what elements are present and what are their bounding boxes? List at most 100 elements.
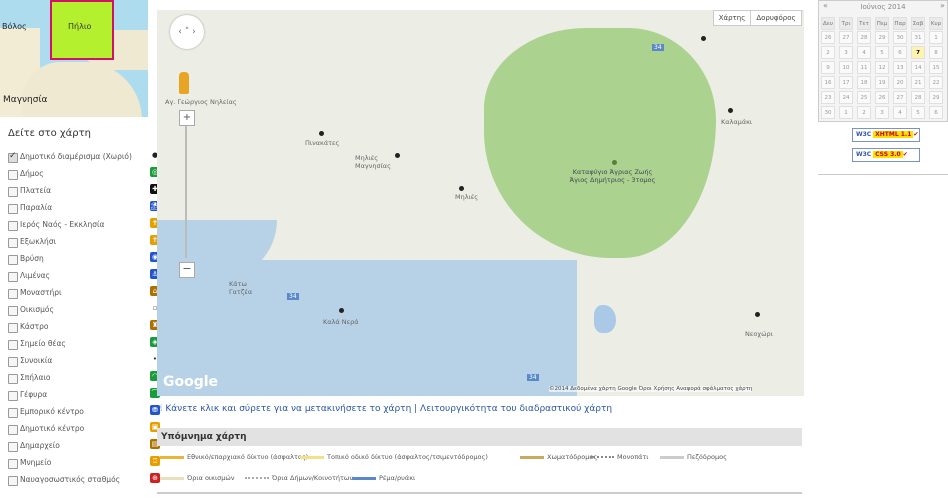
validator-badge[interactable]: W3C CSS 3.0✔ xyxy=(852,148,920,162)
minimap-selected-region[interactable] xyxy=(50,0,114,60)
calendar-day[interactable]: 15 xyxy=(929,61,943,74)
layer-item[interactable]: Συνοικία• xyxy=(4,354,157,372)
layer-item[interactable]: Πλατεία✚ xyxy=(4,184,160,202)
calendar-day[interactable]: 30 xyxy=(821,106,835,119)
map-type-satellite-button[interactable]: Δορυφόρος xyxy=(750,10,802,26)
layer-item[interactable]: Γέφυρα⌒ xyxy=(4,388,160,406)
calendar-day[interactable]: 10 xyxy=(839,61,853,74)
calendar-day[interactable]: 14 xyxy=(911,61,925,74)
layer-checkbox[interactable] xyxy=(8,221,18,231)
layer-item[interactable]: Δημοτικό κέντρο▣ xyxy=(4,422,160,440)
calendar-day[interactable]: 3 xyxy=(839,46,853,59)
calendar-day[interactable]: 19 xyxy=(875,76,889,89)
layer-checkbox[interactable] xyxy=(8,272,18,282)
layer-item[interactable]: Εξωκλήσι✝ xyxy=(4,235,160,253)
layer-checkbox[interactable] xyxy=(8,459,18,469)
layer-item[interactable]: Κάστρο♜ xyxy=(4,320,160,338)
calendar-day[interactable]: 4 xyxy=(893,106,907,119)
calendar-day[interactable]: 13 xyxy=(893,61,907,74)
calendar-day[interactable]: 8 xyxy=(929,46,943,59)
map-canvas[interactable]: Αγ. Γεώργιος Νηλείας Πινακάτες Μηλιές Μα… xyxy=(157,10,804,396)
overview-minimap[interactable]: Βόλος Πήλιο Μαγνησία xyxy=(0,0,148,117)
calendar-day[interactable]: 27 xyxy=(893,91,907,104)
calendar-day[interactable]: 2 xyxy=(857,106,871,119)
layer-item[interactable]: Ναυαγοσωστικός σταθμός⊕ xyxy=(4,473,160,491)
village-marker[interactable] xyxy=(728,108,733,113)
layer-item[interactable]: Ιερός Ναός - Εκκλησία✝ xyxy=(4,218,160,236)
calendar-day[interactable]: 22 xyxy=(929,76,943,89)
village-marker[interactable] xyxy=(395,153,400,158)
calendar-day[interactable]: 23 xyxy=(821,91,835,104)
calendar-day[interactable]: 26 xyxy=(821,31,835,44)
calendar-day[interactable]: 12 xyxy=(875,61,889,74)
calendar-day[interactable]: 24 xyxy=(839,91,853,104)
calendar-day[interactable]: 21 xyxy=(911,76,925,89)
layer-item[interactable]: Λιμένας⚓ xyxy=(4,269,160,287)
calendar-day[interactable]: 27 xyxy=(839,31,853,44)
layer-item[interactable]: Βρύση◉ xyxy=(4,252,160,270)
calendar-day[interactable]: 17 xyxy=(839,76,853,89)
calendar-day[interactable]: 6 xyxy=(929,106,943,119)
layer-checkbox[interactable] xyxy=(8,170,18,180)
layer-checkbox[interactable] xyxy=(8,323,18,333)
calendar-day[interactable]: 1 xyxy=(839,106,853,119)
map-type-map-button[interactable]: Χάρτης xyxy=(713,10,751,26)
layer-checkbox[interactable] xyxy=(8,357,18,367)
map-attribution[interactable]: ©2014 Δεδομένα χάρτη Google Όροι Χρήσης … xyxy=(549,386,753,392)
layer-checkbox[interactable] xyxy=(8,374,18,384)
calendar-day[interactable]: 29 xyxy=(929,91,943,104)
layer-checkbox[interactable] xyxy=(8,442,18,452)
village-marker[interactable] xyxy=(339,308,344,313)
layer-item[interactable]: Μοναστήρι⌂ xyxy=(4,286,160,304)
layer-checkbox[interactable] xyxy=(8,476,18,486)
calendar-next-button[interactable]: » xyxy=(940,1,945,10)
calendar-day[interactable]: 5 xyxy=(875,46,889,59)
map-help-link[interactable]: ☝ Κάνετε κλικ και σύρετε για να μετακινή… xyxy=(157,404,612,414)
layer-item[interactable]: Δημαρχείο▤ xyxy=(4,439,160,457)
calendar-day[interactable]: 3 xyxy=(875,106,889,119)
zoom-in-button[interactable]: + xyxy=(179,110,195,126)
layer-checkbox[interactable] xyxy=(8,255,18,265)
layer-item[interactable]: Παραλία⛱ xyxy=(4,201,160,219)
layer-checkbox[interactable] xyxy=(8,391,18,401)
calendar-day[interactable]: 1 xyxy=(929,31,943,44)
pan-control[interactable]: ‹ ˄ › xyxy=(170,15,204,49)
layer-checkbox[interactable] xyxy=(8,151,18,163)
layer-checkbox[interactable] xyxy=(8,408,18,418)
calendar-day[interactable]: 7 xyxy=(911,46,925,59)
calendar-day[interactable]: 29 xyxy=(875,31,889,44)
village-marker[interactable] xyxy=(459,186,464,191)
calendar-day[interactable]: 18 xyxy=(857,76,871,89)
layer-checkbox[interactable] xyxy=(8,238,18,248)
calendar-day[interactable]: 11 xyxy=(857,61,871,74)
calendar-day[interactable]: 4 xyxy=(857,46,871,59)
calendar-day[interactable]: 30 xyxy=(893,31,907,44)
calendar-day[interactable]: 2 xyxy=(821,46,835,59)
calendar-day[interactable]: 5 xyxy=(911,106,925,119)
street-view-pegman-icon[interactable] xyxy=(179,72,189,94)
layer-item[interactable]: Σπήλαιο◠ xyxy=(4,371,160,389)
refuge-marker[interactable] xyxy=(612,160,617,165)
layer-checkbox[interactable] xyxy=(8,187,18,197)
calendar-day[interactable]: 16 xyxy=(821,76,835,89)
layer-item[interactable]: Μνημείο♖ xyxy=(4,456,160,474)
village-marker[interactable] xyxy=(319,131,324,136)
zoom-out-button[interactable]: − xyxy=(179,262,195,278)
layer-checkbox[interactable] xyxy=(8,340,18,350)
layer-item[interactable]: Σημείο θέας◈ xyxy=(4,337,160,355)
calendar-day[interactable]: 28 xyxy=(857,31,871,44)
layer-checkbox[interactable] xyxy=(8,306,18,316)
village-marker[interactable] xyxy=(701,36,706,41)
layer-checkbox[interactable] xyxy=(8,289,18,299)
calendar-day[interactable]: 26 xyxy=(875,91,889,104)
layer-item[interactable]: Οικισμός▫ xyxy=(4,303,157,321)
layer-checkbox[interactable] xyxy=(8,204,18,214)
layer-item[interactable]: Δημοτικό διαμέρισμα (Χωριό)● xyxy=(4,150,158,168)
calendar-day[interactable]: 28 xyxy=(911,91,925,104)
calendar-day[interactable]: 9 xyxy=(821,61,835,74)
layer-item[interactable]: Εμπορικό κέντρο⛃ xyxy=(4,405,160,423)
zoom-slider[interactable] xyxy=(185,126,187,258)
calendar-prev-button[interactable]: « xyxy=(823,1,828,10)
validator-badge[interactable]: W3C XHTML 1.1✔ xyxy=(852,128,920,142)
calendar-day[interactable]: 31 xyxy=(911,31,925,44)
